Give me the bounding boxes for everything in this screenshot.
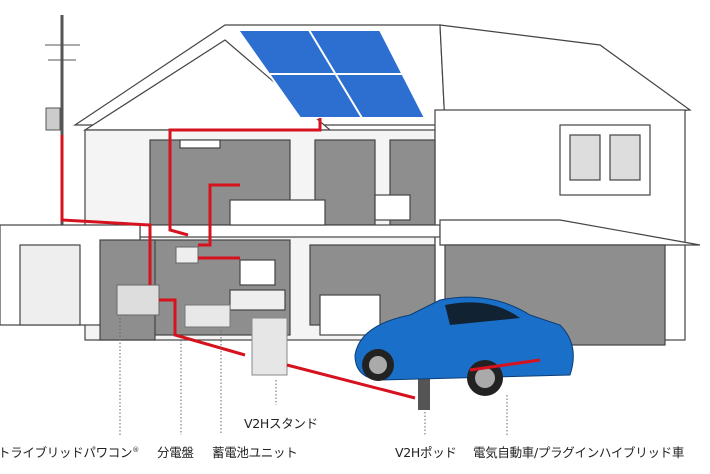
battery-unit [184,304,231,328]
v2h-stand [251,317,288,376]
label-battery-unit: 蓄電池ユニット [212,445,298,460]
distribution-board [175,246,199,264]
power-lines [60,118,541,400]
leader-lines [119,318,508,435]
power-conditioner [116,284,160,316]
label-power-conditioner: トライブリッドパワコン® [0,442,139,461]
label-v2h-pod: V2Hポッド [395,445,457,460]
label-vehicle: 電気自動車/プラグインハイブリッド車 [473,445,685,460]
label-distribution-board: 分電盤 [157,445,194,460]
label-v2h-stand: V2Hスタンド [244,416,318,431]
electric-car [354,296,574,396]
label-text: トライブリッドパワコン [0,445,133,460]
solar-panels [236,29,427,119]
registered-mark: ® [132,445,139,454]
